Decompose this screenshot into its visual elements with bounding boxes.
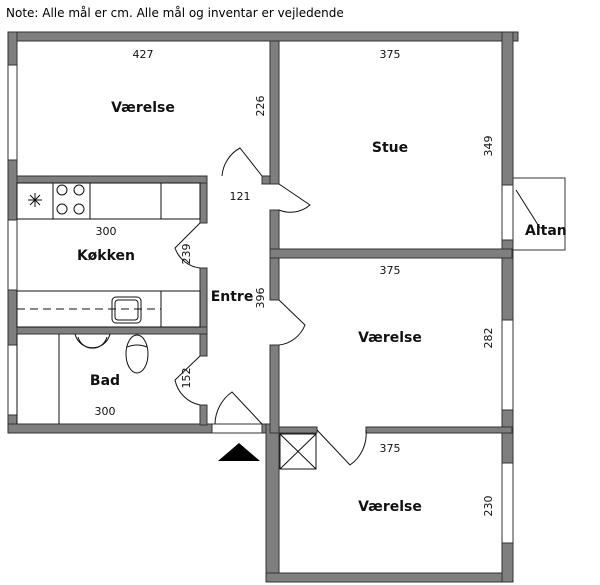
windows (7, 64, 514, 544)
room-depth: 226 (254, 96, 267, 117)
doors (174, 147, 367, 466)
room-depth: 230 (482, 496, 495, 517)
room-width: 121 (230, 190, 251, 203)
room-name: Værelse (358, 330, 422, 346)
shaft-box (279, 433, 317, 470)
room-width: 427 (133, 48, 154, 61)
washbasin-icon (74, 333, 111, 349)
room-width: 300 (95, 405, 116, 418)
entrance-arrow-icon (218, 443, 260, 461)
room-depth: 239 (180, 244, 193, 265)
room-depth: 349 (482, 136, 495, 157)
balcony-label: Altan (525, 223, 567, 239)
balcony (511, 177, 566, 251)
room-depth: 282 (482, 328, 495, 349)
room-depth: 396 (254, 288, 267, 309)
kitchen-counter (16, 182, 201, 220)
room-labels: Værelse 427 226 Stue 375 349 Køkken 300 … (77, 48, 495, 517)
stove-burner-icon (56, 184, 68, 196)
fan-icon (28, 193, 42, 207)
room-width: 375 (380, 442, 401, 455)
sink-icon (111, 296, 142, 324)
toilet-icon (125, 334, 149, 374)
room-width: 375 (380, 48, 401, 61)
fixtures (16, 182, 317, 470)
room-name: Stue (372, 140, 408, 156)
room-depth: 152 (180, 368, 193, 389)
room-name: Bad (90, 373, 120, 389)
disclaimer-note: Note: Alle mål er cm. Alle mål og invent… (6, 6, 344, 20)
room-width: 300 (96, 225, 117, 238)
room-name: Værelse (358, 499, 422, 515)
room-width: 375 (380, 264, 401, 277)
room-name: Værelse (111, 100, 175, 116)
room-name: Køkken (77, 248, 135, 264)
room-name: Entre (211, 289, 254, 305)
